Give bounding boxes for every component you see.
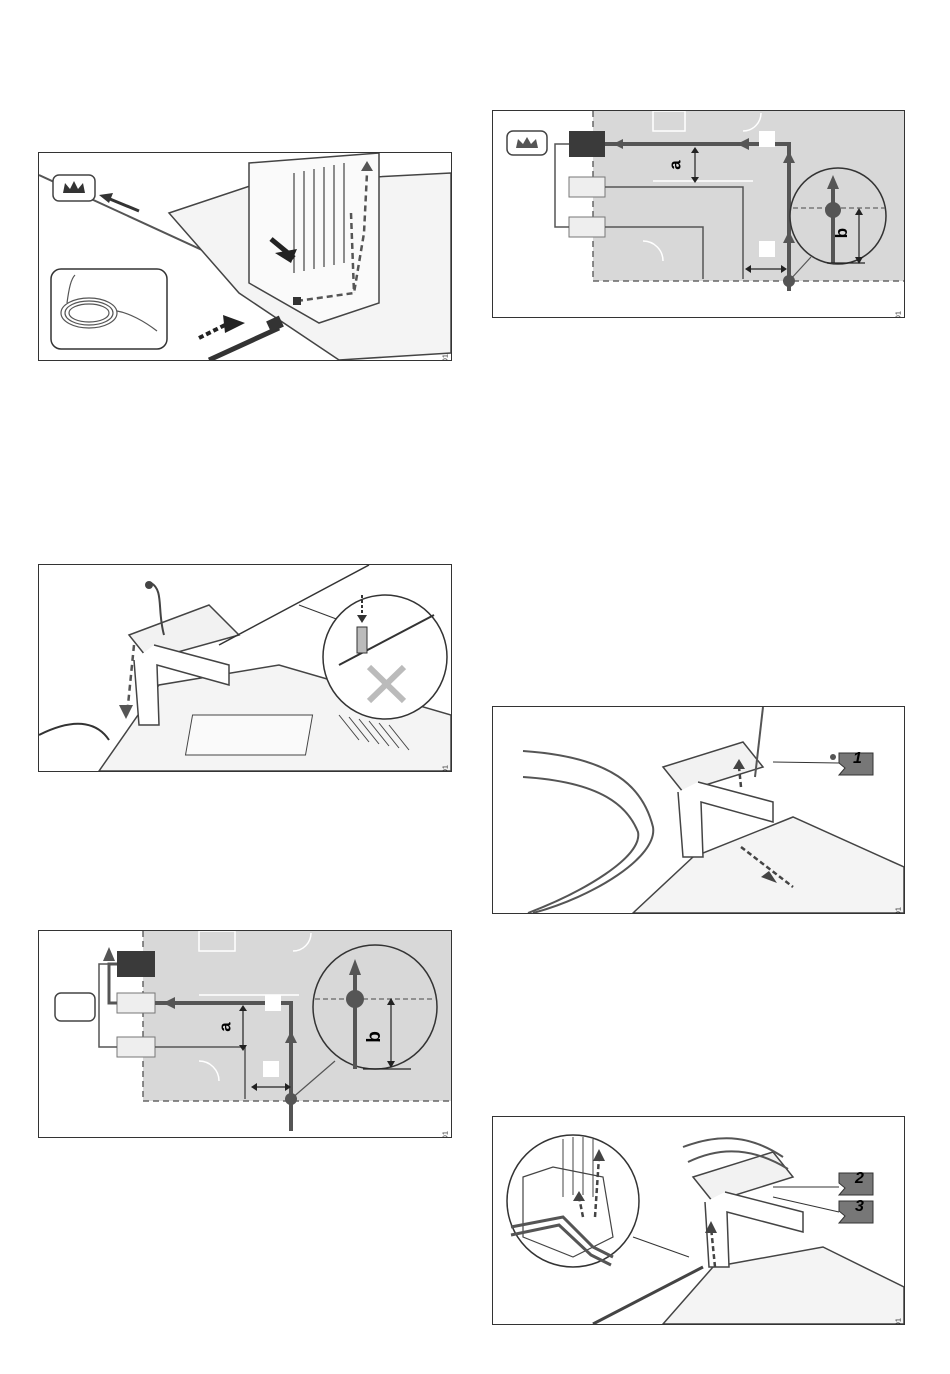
figure-code: 0000103638_001 <box>890 111 902 317</box>
dimension-label-a: a <box>216 1022 236 1031</box>
figure-code: 0000103640_001 <box>437 565 449 771</box>
figure-station-tags-2-3: 2 3 0000103641_001 <box>492 1116 905 1325</box>
figure-cable-connection: 0000103538_001 <box>38 152 452 361</box>
dimension-label-a: a <box>666 160 686 169</box>
figure-illustration <box>493 111 904 317</box>
figure-code: 0000103637_001 <box>437 931 449 1137</box>
tag-label-3: 3 <box>855 1198 864 1216</box>
figure-station-tag-1: 1 0000103639_001 <box>492 706 905 914</box>
figure-code: 0000103641_001 <box>890 1117 902 1324</box>
figure-wiring-diagram-2: a b 0000103637_001 <box>38 930 452 1138</box>
tag-label-2: 2 <box>855 1170 864 1188</box>
figure-illustration <box>39 931 451 1137</box>
figure-illustration <box>493 1117 904 1324</box>
figure-code: 0000103639_001 <box>890 707 902 913</box>
figure-code: 0000103538_001 <box>437 153 449 360</box>
figure-illustration <box>493 707 904 913</box>
tag-label-1: 1 <box>853 750 862 768</box>
dimension-label-b: b <box>364 1031 386 1043</box>
figure-station-cut-wire: 0000103640_001 <box>38 564 452 772</box>
figure-wiring-diagram-1: a b 0000103638_001 <box>492 110 905 318</box>
figure-illustration <box>39 565 451 771</box>
dimension-label-b: b <box>832 228 852 238</box>
figure-illustration <box>39 153 451 360</box>
